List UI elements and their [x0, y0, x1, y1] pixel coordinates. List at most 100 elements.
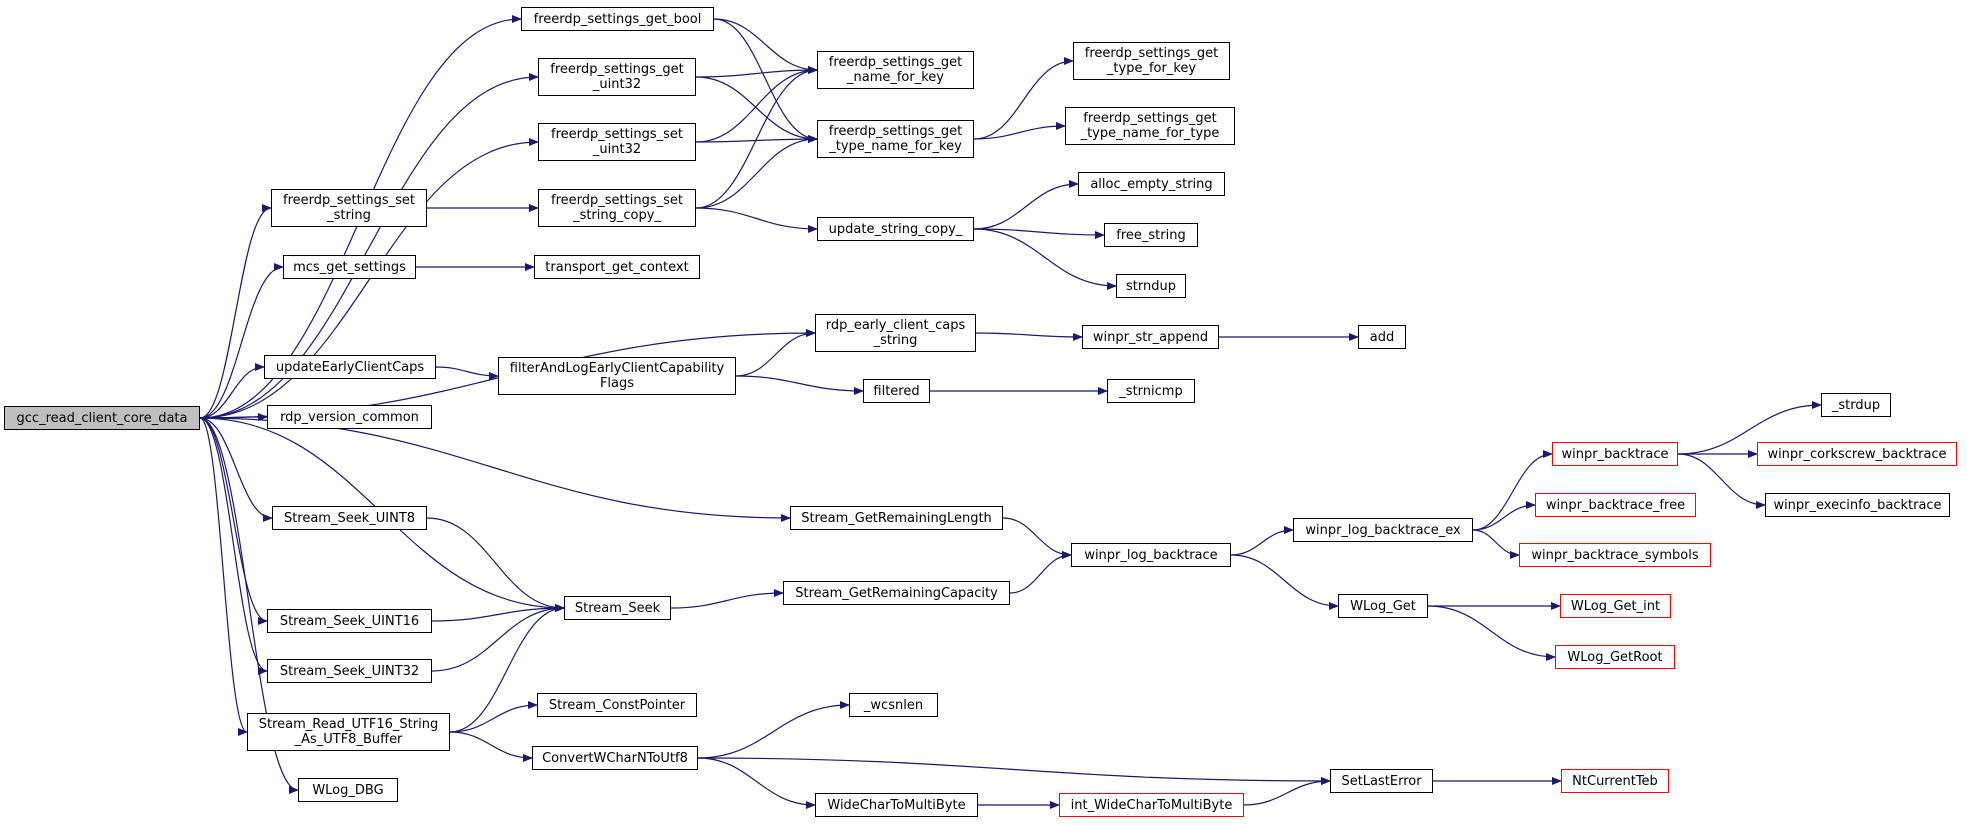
node-mcs_get_settings[interactable]: mcs_get_settings	[283, 255, 416, 279]
edge-filterAndLogEarlyClientCapabilityFlags-to-filtered	[735, 375, 864, 395]
node-winpr_log_backtrace[interactable]: winpr_log_backtrace	[1071, 543, 1231, 567]
node-winpr_log_backtrace_ex[interactable]: winpr_log_backtrace_ex	[1293, 518, 1473, 542]
edge-freerdp_settings_get_type_name_for_key-to-freerdp_settings_get_type_name_for_type	[973, 122, 1066, 140]
edge-gcc_read_client_core_data-to-freerdp_settings_set_uint32	[199, 138, 539, 419]
edge-Stream_GetRemainingLength-to-winpr_log_backtrace	[1002, 517, 1072, 559]
edge-gcc_read_client_core_data-to-mcs_get_settings	[199, 263, 284, 419]
node-WLog_Get[interactable]: WLog_Get	[1338, 594, 1428, 618]
edge-update_string_copy_-to-strndup	[973, 228, 1117, 290]
edge-rdp_early_client_caps_string-to-winpr_str_append	[975, 332, 1083, 341]
node-strndup[interactable]: strndup	[1116, 274, 1186, 298]
edge-freerdp_settings_set_string_copy_-to-update_string_copy_	[695, 207, 818, 233]
node-Stream_Seek[interactable]: Stream_Seek	[564, 596, 671, 620]
node-Stream_Seek_UINT16[interactable]: Stream_Seek_UINT16	[267, 609, 432, 633]
edge-winpr_log_backtrace_ex-to-winpr_backtrace_symbols	[1472, 529, 1520, 559]
node-Stream_GetRemainingLength[interactable]: Stream_GetRemainingLength	[790, 506, 1003, 530]
edge-freerdp_settings_get_bool-to-freerdp_settings_get_name_for_key	[713, 18, 818, 74]
edge-gcc_read_client_core_data-to-freerdp_settings_get_uint32	[199, 73, 539, 419]
node-filtered[interactable]: filtered	[863, 379, 930, 403]
edge-gcc_read_client_core_data-to-WLog_DBG	[199, 417, 299, 794]
edge-Stream_Read_UTF16_String_As_UTF8_Buffer-to-Stream_ConstPointer	[449, 701, 538, 733]
edge-winpr_log_backtrace-to-WLog_Get	[1230, 554, 1339, 610]
node-Stream_Seek_UINT32[interactable]: Stream_Seek_UINT32	[267, 659, 432, 683]
node-freerdp_settings_set_string[interactable]: freerdp_settings_set _string	[271, 189, 427, 227]
node-freerdp_settings_get_uint32[interactable]: freerdp_settings_get _uint32	[538, 58, 696, 96]
edge-freerdp_settings_set_uint32-to-freerdp_settings_get_type_name_for_key	[695, 135, 818, 144]
edge-updateEarlyClientCaps-to-filterAndLogEarlyClientCapabilityFlags	[435, 366, 499, 380]
node-winpr_backtrace_free[interactable]: winpr_backtrace_free	[1535, 493, 1696, 517]
edge-update_string_copy_-to-free_string	[973, 228, 1105, 239]
node-ConvertWCharNToUtf8[interactable]: ConvertWCharNToUtf8	[532, 746, 698, 770]
node-free_string[interactable]: free_string	[1104, 223, 1198, 247]
node-freerdp_settings_get_name_for_key[interactable]: freerdp_settings_get _name_for_key	[817, 51, 974, 89]
edge-WLog_Get-to-WLog_GetRoot	[1427, 605, 1556, 661]
edge-ConvertWCharNToUtf8-to-SetLastError	[697, 757, 1331, 785]
edge-freerdp_settings_get_type_name_for_key-to-freerdp_settings_get_type_for_key	[973, 57, 1074, 140]
node-Stream_Seek_UINT8[interactable]: Stream_Seek_UINT8	[272, 506, 427, 530]
edge-gcc_read_client_core_data-to-freerdp_settings_set_string	[199, 204, 272, 419]
node-gcc_read_client_core_data[interactable]: gcc_read_client_core_data	[4, 406, 200, 430]
edge-gcc_read_client_core_data-to-Stream_Seek_UINT16	[199, 417, 268, 625]
node-updateEarlyClientCaps[interactable]: updateEarlyClientCaps	[264, 355, 436, 379]
edge-winpr_backtrace-to-_strdup	[1677, 401, 1822, 455]
edge-gcc_read_client_core_data-to-Stream_Seek_UINT8	[199, 417, 273, 522]
node-winpr_backtrace_symbols[interactable]: winpr_backtrace_symbols	[1519, 543, 1711, 567]
node-freerdp_settings_get_type_for_key[interactable]: freerdp_settings_get _type_for_key	[1073, 42, 1230, 80]
node-_strnicmp[interactable]: _strnicmp	[1107, 379, 1195, 403]
node-freerdp_settings_get_type_name_for_key[interactable]: freerdp_settings_get _type_name_for_key	[817, 120, 974, 158]
edge-winpr_log_backtrace_ex-to-winpr_backtrace	[1472, 450, 1553, 531]
edge-Stream_Seek_UINT32-to-Stream_Seek	[431, 604, 565, 672]
edge-gcc_read_client_core_data-to-Stream_GetRemainingLength	[199, 417, 791, 522]
edge-freerdp_settings_set_string_copy_-to-freerdp_settings_get_name_for_key	[695, 66, 818, 209]
edge-gcc_read_client_core_data-to-Stream_Seek_UINT32	[199, 417, 268, 675]
edge-freerdp_settings_set_string_copy_-to-freerdp_settings_get_type_name_for_key	[695, 135, 818, 209]
node-WLog_GetRoot[interactable]: WLog_GetRoot	[1555, 645, 1675, 669]
node-rdp_version_common[interactable]: rdp_version_common	[267, 405, 432, 429]
node-add[interactable]: add	[1358, 325, 1406, 349]
edge-freerdp_settings_get_bool-to-freerdp_settings_get_type_name_for_key	[713, 18, 818, 143]
node-_strdup[interactable]: _strdup	[1821, 393, 1891, 417]
edge-freerdp_settings_get_uint32-to-freerdp_settings_get_name_for_key	[695, 66, 818, 78]
edge-ConvertWCharNToUtf8-to-WideCharToMultiByte	[697, 757, 816, 809]
node-freerdp_settings_set_string_copy_[interactable]: freerdp_settings_set _string_copy_	[538, 189, 696, 227]
node-winpr_execinfo_backtrace[interactable]: winpr_execinfo_backtrace	[1765, 493, 1950, 517]
node-alloc_empty_string[interactable]: alloc_empty_string	[1078, 172, 1225, 196]
edge-filterAndLogEarlyClientCapabilityFlags-to-rdp_early_client_caps_string	[735, 329, 816, 377]
edge-freerdp_settings_set_uint32-to-freerdp_settings_get_name_for_key	[695, 66, 818, 143]
node-update_string_copy_[interactable]: update_string_copy_	[817, 217, 974, 241]
node-Stream_ConstPointer[interactable]: Stream_ConstPointer	[537, 693, 697, 717]
node-NtCurrentTeb[interactable]: NtCurrentTeb	[1561, 769, 1669, 793]
node-WLog_DBG[interactable]: WLog_DBG	[298, 778, 398, 802]
node-Stream_Read_UTF16_String_As_UTF8_Buffer[interactable]: Stream_Read_UTF16_String _As_UTF8_Buffer	[247, 713, 450, 751]
edge-winpr_log_backtrace-to-winpr_log_backtrace_ex	[1230, 526, 1294, 556]
node-winpr_backtrace[interactable]: winpr_backtrace	[1552, 442, 1678, 466]
edge-int_WideCharToMultiByte-to-SetLastError	[1243, 777, 1331, 806]
edge-Stream_GetRemainingCapacity-to-winpr_log_backtrace	[1009, 551, 1072, 594]
node-winpr_corkscrew_backtrace[interactable]: winpr_corkscrew_backtrace	[1757, 442, 1957, 466]
node-int_WideCharToMultiByte[interactable]: int_WideCharToMultiByte	[1059, 793, 1244, 817]
node-WideCharToMultiByte[interactable]: WideCharToMultiByte	[815, 793, 978, 817]
edge-gcc_read_client_core_data-to-updateEarlyClientCaps	[199, 363, 265, 419]
node-winpr_str_append[interactable]: winpr_str_append	[1082, 325, 1219, 349]
edge-Stream_Read_UTF16_String_As_UTF8_Buffer-to-ConvertWCharNToUtf8	[449, 731, 533, 762]
node-freerdp_settings_get_type_name_for_type[interactable]: freerdp_settings_get _type_name_for_type	[1065, 107, 1235, 145]
edge-Stream_Seek_UINT8-to-Stream_Seek	[426, 517, 565, 612]
edge-winpr_log_backtrace_ex-to-winpr_backtrace_free	[1472, 501, 1536, 531]
edge-freerdp_settings_get_uint32-to-freerdp_settings_get_type_name_for_key	[695, 76, 818, 143]
edge-Stream_Read_UTF16_String_As_UTF8_Buffer-to-Stream_Seek	[449, 604, 565, 733]
node-filterAndLogEarlyClientCapabilityFlags[interactable]: filterAndLogEarlyClientCapability Flags	[498, 357, 736, 395]
edge-Stream_Seek_UINT16-to-Stream_Seek	[431, 604, 565, 622]
node-Stream_GetRemainingCapacity[interactable]: Stream_GetRemainingCapacity	[783, 581, 1010, 605]
edge-winpr_backtrace-to-winpr_execinfo_backtrace	[1677, 453, 1766, 509]
node-freerdp_settings_get_bool[interactable]: freerdp_settings_get_bool	[521, 7, 714, 31]
node-freerdp_settings_set_uint32[interactable]: freerdp_settings_set _uint32	[538, 123, 696, 161]
node-WLog_Get_int[interactable]: WLog_Get_int	[1560, 594, 1671, 618]
edge-Stream_Seek-to-Stream_GetRemainingCapacity	[670, 589, 784, 609]
node-_wcsnlen[interactable]: _wcsnlen	[849, 693, 938, 717]
edge-ConvertWCharNToUtf8-to-_wcsnlen	[697, 701, 850, 759]
node-transport_get_context[interactable]: transport_get_context	[534, 255, 700, 279]
node-SetLastError[interactable]: SetLastError	[1330, 769, 1433, 793]
node-rdp_early_client_caps_string[interactable]: rdp_early_client_caps _string	[815, 314, 976, 352]
edge-gcc_read_client_core_data-to-Stream_Read_UTF16_String_As_UTF8_Buffer	[199, 417, 248, 736]
edge-update_string_copy_-to-alloc_empty_string	[973, 180, 1079, 230]
